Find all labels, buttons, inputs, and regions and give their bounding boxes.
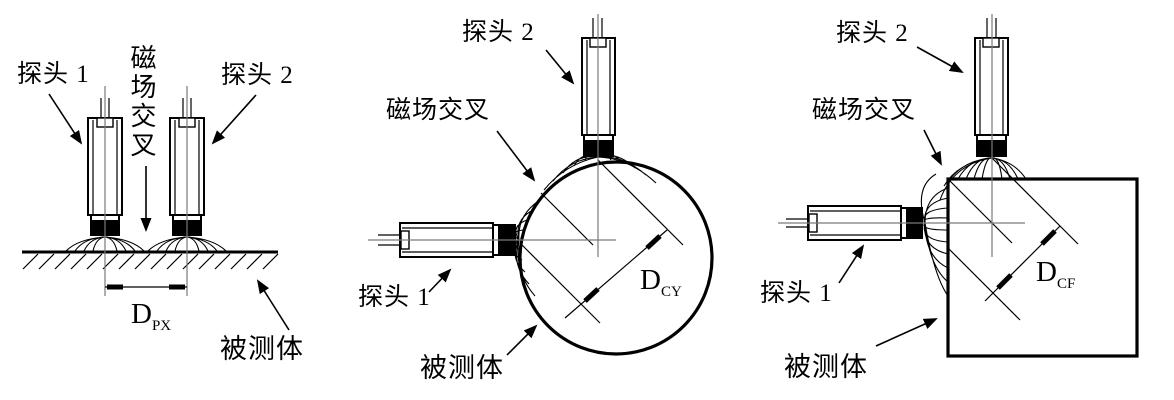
probe-centerlines — [778, 14, 1025, 257]
middle-field-cross-label: 磁场交叉 — [386, 97, 491, 124]
field-lines-probe2 — [543, 152, 657, 191]
right-dimension-label: DCF — [1036, 256, 1075, 293]
dimension-base: D — [1036, 256, 1057, 288]
probe-body-inner-lines — [402, 227, 493, 253]
left-field-cross-label: 磁场交叉 — [127, 44, 156, 160]
measured-object-block — [946, 177, 1139, 358]
middle-dimension-label: DCY — [640, 264, 682, 301]
panel-left — [22, 86, 290, 331]
right-probe2-label: 探头 2 — [836, 20, 909, 47]
middle-probe1-label: 探头 1 — [358, 284, 431, 311]
probe-body-inner-lines — [174, 120, 200, 215]
measured-object-cylinder — [518, 160, 714, 356]
probe-wires — [786, 218, 808, 228]
probe2-leader-arrow — [211, 94, 257, 145]
field-lines-probe2 — [147, 236, 227, 252]
probe1-leader-arrow — [48, 93, 83, 145]
dimension-ticks — [583, 234, 662, 303]
probe-body-inner-lines — [92, 120, 118, 215]
dimension-subscript: CY — [660, 284, 682, 300]
right-object-label: 被测体 — [784, 352, 868, 382]
probe-body-inner-lines — [586, 40, 611, 135]
dimension-subscript: CF — [1056, 276, 1076, 292]
field-lines-probe2 — [939, 157, 1027, 201]
dimension-subscript: PX — [151, 318, 172, 334]
panel-middle — [368, 14, 714, 356]
right-probe1-label: 探头 1 — [760, 280, 833, 307]
field-lines-probe1 — [512, 199, 541, 297]
field-lines-probe1 — [65, 236, 145, 252]
field-cross-leader-arrow — [923, 129, 942, 166]
probe-wires — [100, 98, 110, 118]
probe1-leader-arrow — [428, 268, 452, 293]
probe-wires — [592, 18, 603, 38]
right-field-cross-label: 磁场交叉 — [812, 97, 917, 124]
probe-centerlines — [104, 86, 188, 296]
surface-hatch — [22, 253, 279, 270]
field-axis-diagonals — [947, 157, 1079, 321]
left-object-label: 被测体 — [220, 334, 304, 364]
dimension-ticks — [996, 229, 1057, 290]
field-lines-probe1 — [920, 173, 949, 297]
field-cross-leader-arrow — [496, 130, 536, 182]
probe-connector-notch — [982, 37, 1000, 48]
left-dimension-label: DPX — [131, 298, 171, 335]
probe2-leader-arrow — [545, 49, 575, 85]
probe-wires — [378, 234, 400, 246]
left-probe2-label: 探头 2 — [221, 62, 294, 89]
probe-body-inner-lines — [810, 210, 901, 236]
probe1-leader-arrow — [838, 244, 865, 284]
probe-wires — [986, 18, 997, 38]
middle-object-label: 被测体 — [420, 353, 504, 383]
field-axis-diagonals — [520, 159, 684, 324]
object-leader-arrow — [506, 324, 538, 356]
middle-probe2-label: 探头 2 — [462, 19, 535, 46]
probe-body-inner-lines — [979, 40, 1004, 135]
left-probe1-label: 探头 1 — [17, 61, 90, 88]
object-leader-arrow — [875, 318, 938, 347]
probe-centerlines — [368, 14, 616, 257]
probe-wires — [182, 98, 192, 118]
object-leader-arrow — [256, 279, 290, 331]
panel-right — [778, 14, 1139, 358]
dimension-base: D — [131, 298, 152, 330]
dimension-base: D — [640, 264, 661, 296]
probe2-leader-arrow — [916, 46, 964, 73]
